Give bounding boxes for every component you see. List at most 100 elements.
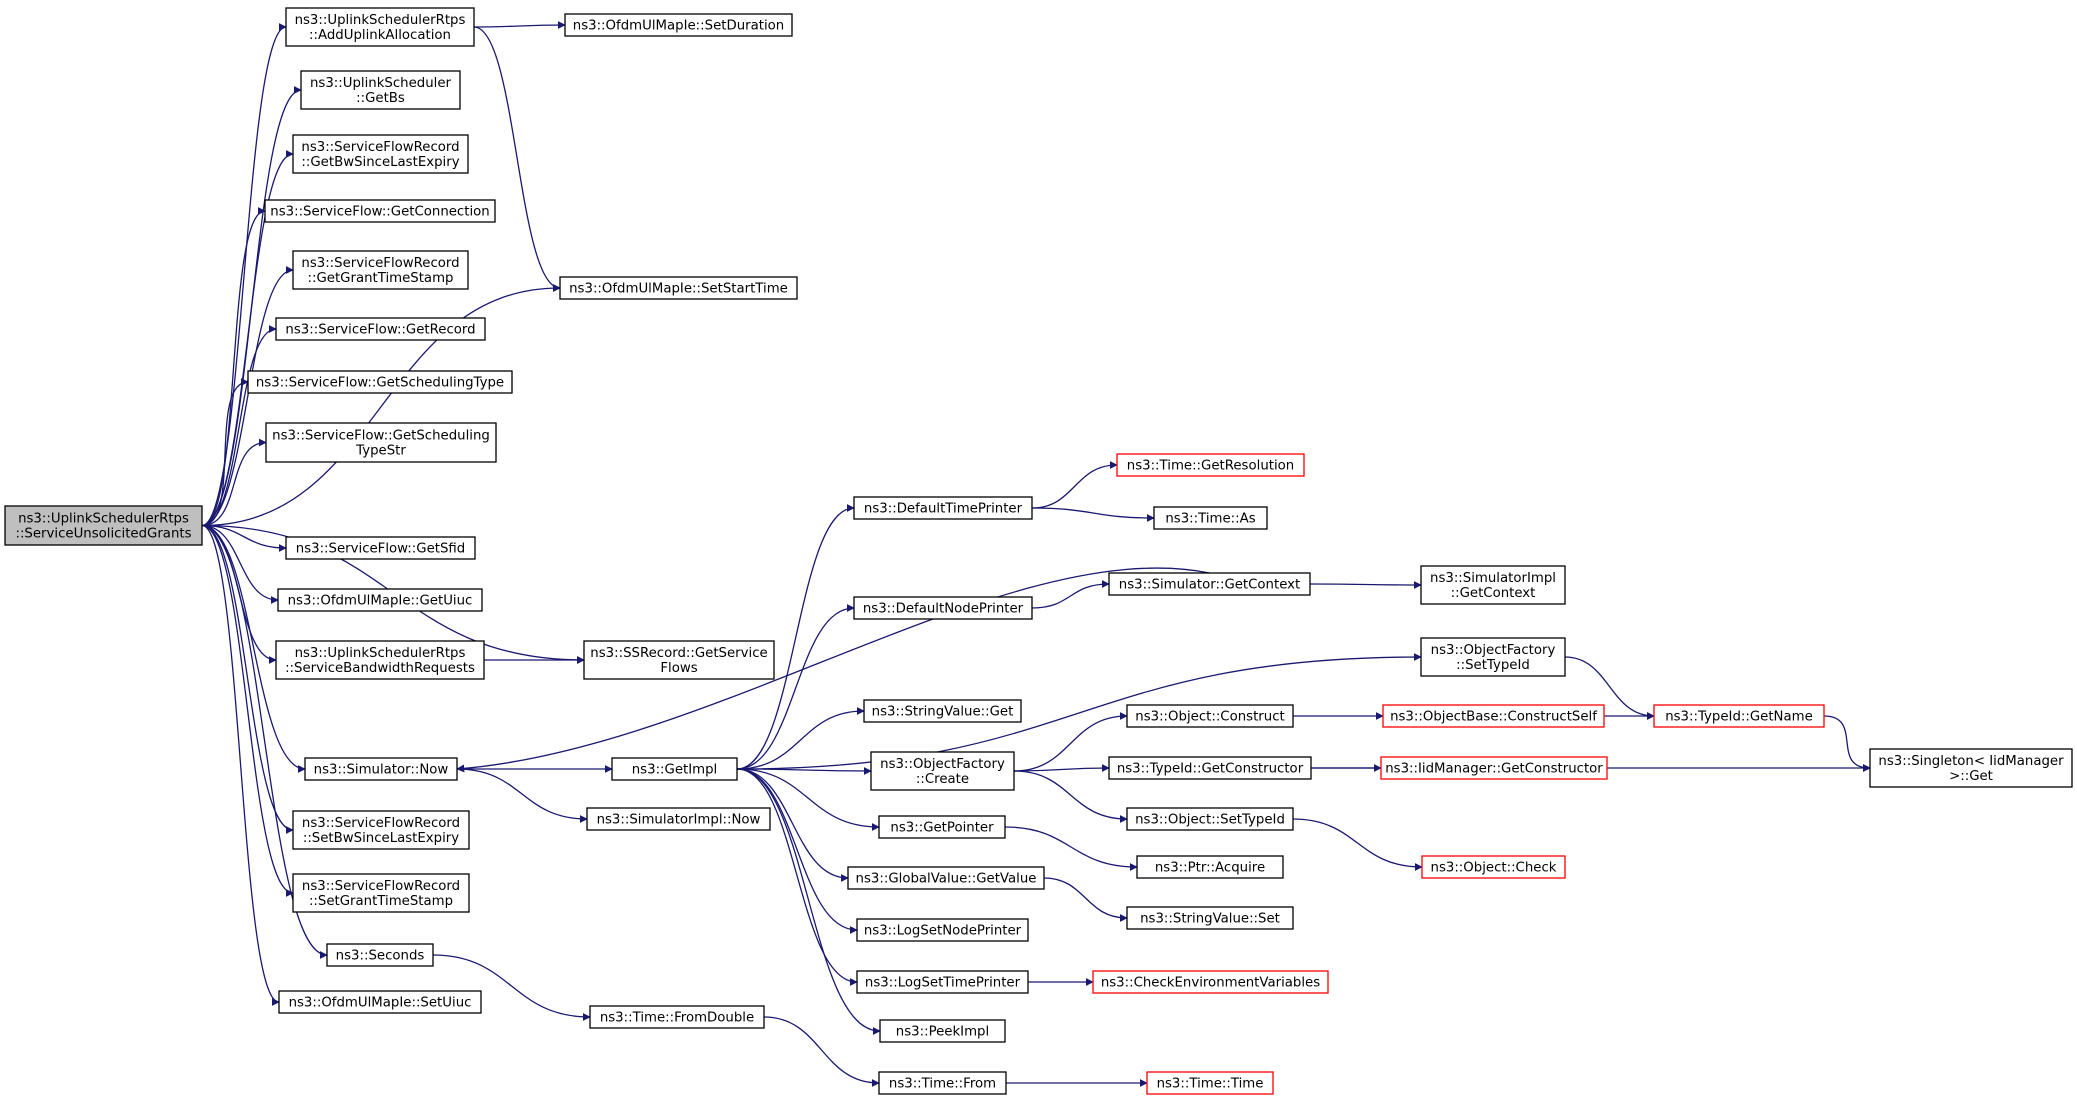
- node-box: [1136, 855, 1284, 879]
- node-label: ns3::Time::As: [1165, 512, 1255, 527]
- node-checkEnv[interactable]: ns3::CheckEnvironmentVariables: [1092, 970, 1329, 994]
- node-getResolution[interactable]: ns3::Time::GetResolution: [1116, 453, 1305, 477]
- edge-getImpl-to-globalGetValue: [736, 768, 849, 882]
- node-iidMgrGetCtor[interactable]: ns3::IidManager::GetConstructor: [1380, 756, 1608, 780]
- node-simImplNow[interactable]: ns3::SimulatorImpl::Now: [586, 807, 771, 831]
- node-getGrantTS[interactable]: ns3::ServiceFlowRecord::GetGrantTimeStam…: [292, 250, 469, 290]
- edge-getImpl-to-logSetNode: [736, 768, 858, 934]
- edge-simGetContext-to-simNow: [456, 567, 1210, 773]
- node-label: ns3::IidManager::GetConstructor: [1385, 762, 1603, 777]
- node-setStartTime[interactable]: ns3::OfdmUlMapIe::SetStartTime: [559, 276, 798, 300]
- node-label: ns3::GetPointer: [890, 821, 994, 836]
- node-addUplink[interactable]: ns3::UplinkSchedulerRtps::AddUplinkAlloc…: [285, 7, 475, 47]
- edge-defTimePrinter-to-getResolution: [1031, 461, 1118, 509]
- node-getPointer[interactable]: ns3::GetPointer: [878, 815, 1006, 839]
- node-objCheck[interactable]: ns3::Object::Check: [1421, 855, 1566, 879]
- node-timeFrom[interactable]: ns3::Time::From: [878, 1071, 1007, 1095]
- node-typeIdGetCtor[interactable]: ns3::TypeId::GetConstructor: [1108, 756, 1312, 780]
- node-setUiuc[interactable]: ns3::OfdmUlMapIe::SetUiuc: [278, 990, 482, 1014]
- edge-root-to-simNow: [201, 524, 306, 773]
- node-label: ::GetGrantTimeStamp: [308, 271, 454, 286]
- node-box: [559, 276, 798, 300]
- node-timeTime[interactable]: ns3::Time::Time: [1146, 1071, 1274, 1095]
- node-label: ns3::PeekImpl: [896, 1025, 989, 1040]
- node-simImplGetContext[interactable]: ns3::SimulatorImpl::GetContext: [1420, 565, 1566, 605]
- edge-root-to-setUiuc: [201, 524, 280, 1006]
- node-globalGetValue[interactable]: ns3::GlobalValue::GetValue: [847, 866, 1045, 890]
- node-logSetNode[interactable]: ns3::LogSetNodePrinter: [856, 918, 1029, 942]
- node-label: ::AddUplinkAllocation: [309, 28, 451, 43]
- node-defTimePrinter[interactable]: ns3::DefaultTimePrinter: [853, 496, 1033, 520]
- node-box: [1420, 565, 1566, 605]
- node-simNow[interactable]: ns3::Simulator::Now: [304, 757, 458, 781]
- node-root[interactable]: ns3::UplinkSchedulerRtps::ServiceUnsolic…: [4, 505, 203, 546]
- node-getSfid[interactable]: ns3::ServiceFlow::GetSfid: [285, 536, 476, 560]
- node-setGrantTS[interactable]: ns3::ServiceFlowRecord::SetGrantTimeStam…: [292, 873, 470, 913]
- edge-root-to-getBwSince: [201, 150, 294, 527]
- node-setDuration[interactable]: ns3::OfdmUlMapIe::SetDuration: [564, 13, 793, 37]
- node-singletonGet[interactable]: ns3::Singleton< IidManager>::Get: [1869, 748, 2073, 788]
- node-objSetTypeId[interactable]: ns3::Object::SetTypeId: [1126, 807, 1294, 831]
- node-label: ns3::GlobalValue::GetValue: [856, 872, 1037, 887]
- edge-seconds-to-fromDouble: [432, 954, 591, 1021]
- node-label: ns3::UplinkSchedulerRtps: [18, 512, 189, 527]
- node-setBwSince[interactable]: ns3::ServiceFlowRecord::SetBwSinceLastEx…: [292, 810, 470, 850]
- node-objFactSetTypeId[interactable]: ns3::ObjectFactory::SetTypeId: [1420, 637, 1566, 677]
- node-objFactCreate[interactable]: ns3::ObjectFactory::Create: [870, 751, 1015, 791]
- node-box: [1108, 572, 1311, 596]
- node-box: [285, 536, 476, 560]
- node-box: [1126, 704, 1294, 728]
- edge-getImpl-to-defTimePrinter: [736, 504, 855, 770]
- node-logSetTime[interactable]: ns3::LogSetTimePrinter: [856, 970, 1029, 994]
- node-box: [292, 250, 469, 290]
- node-peekImpl[interactable]: ns3::PeekImpl: [879, 1019, 1006, 1043]
- node-getSchedType[interactable]: ns3::ServiceFlow::GetSchedulingType: [247, 370, 513, 394]
- node-fromDouble[interactable]: ns3::Time::FromDouble: [589, 1005, 765, 1029]
- edge-root-to-getSchedType: [201, 378, 249, 527]
- node-defNodePrinter[interactable]: ns3::DefaultNodePrinter: [853, 596, 1033, 620]
- edge-globalGetValue-to-stringSet: [1043, 877, 1128, 922]
- node-box: [870, 751, 1015, 791]
- edge-objFactCreate-to-objSetTypeId: [1013, 770, 1128, 823]
- node-label: ::Create: [916, 772, 969, 787]
- node-box: [292, 810, 470, 850]
- node-getBwSince[interactable]: ns3::ServiceFlowRecord::GetBwSinceLastEx…: [292, 134, 469, 174]
- node-objBaseConstructSelf[interactable]: ns3::ObjectBase::ConstructSelf: [1382, 704, 1605, 728]
- node-label: ns3::ObjectBase::ConstructSelf: [1390, 710, 1597, 725]
- node-box: [856, 918, 1029, 942]
- node-label: ns3::Object::Construct: [1135, 710, 1284, 725]
- edge-root-to-getGrantTS: [201, 266, 294, 527]
- node-stringGet[interactable]: ns3::StringValue::Get: [863, 699, 1022, 723]
- node-serviceBw[interactable]: ns3::UplinkSchedulerRtps::ServiceBandwid…: [275, 640, 485, 680]
- node-getImpl[interactable]: ns3::GetImpl: [611, 757, 738, 781]
- node-label: ns3::Simulator::GetContext: [1119, 578, 1300, 593]
- node-label: ns3::Time::GetResolution: [1127, 459, 1294, 474]
- node-box: [1108, 756, 1312, 780]
- edge-root-to-setBwSince: [201, 524, 294, 834]
- edge-root-to-seconds: [201, 524, 328, 959]
- node-box: [264, 199, 496, 223]
- node-objConstruct[interactable]: ns3::Object::Construct: [1126, 704, 1294, 728]
- node-ptrAcquire[interactable]: ns3::Ptr::Acquire: [1136, 855, 1284, 879]
- edge-objFactCreate-to-typeIdGetCtor: [1013, 764, 1110, 773]
- node-box: [564, 13, 793, 37]
- node-simGetContext[interactable]: ns3::Simulator::GetContext: [1108, 572, 1311, 596]
- node-getConnection[interactable]: ns3::ServiceFlow::GetConnection: [264, 199, 496, 223]
- edge-root-to-getSchedTypeStr: [201, 438, 267, 527]
- node-getBs[interactable]: ns3::UplinkScheduler::GetBs: [300, 70, 461, 110]
- node-timeAs[interactable]: ns3::Time::As: [1153, 506, 1268, 530]
- node-label: ns3::SSRecord::GetService: [590, 646, 767, 661]
- edge-getImpl-to-objFactSetTypeId: [736, 653, 1422, 770]
- node-label: ns3::StringValue::Get: [872, 705, 1014, 720]
- node-typeIdGetName[interactable]: ns3::TypeId::GetName: [1653, 704, 1825, 728]
- node-label: ns3::Time::Time: [1157, 1077, 1264, 1092]
- node-getUiuc[interactable]: ns3::OfdmUlMapIe::GetUiuc: [277, 588, 483, 612]
- node-seconds[interactable]: ns3::Seconds: [326, 943, 434, 967]
- node-box: [4, 505, 203, 546]
- node-getRecord[interactable]: ns3::ServiceFlow::GetRecord: [275, 317, 486, 341]
- node-box: [304, 757, 458, 781]
- node-label: ns3::UplinkSchedulerRtps: [295, 646, 466, 661]
- node-stringSet[interactable]: ns3::StringValue::Set: [1126, 906, 1294, 930]
